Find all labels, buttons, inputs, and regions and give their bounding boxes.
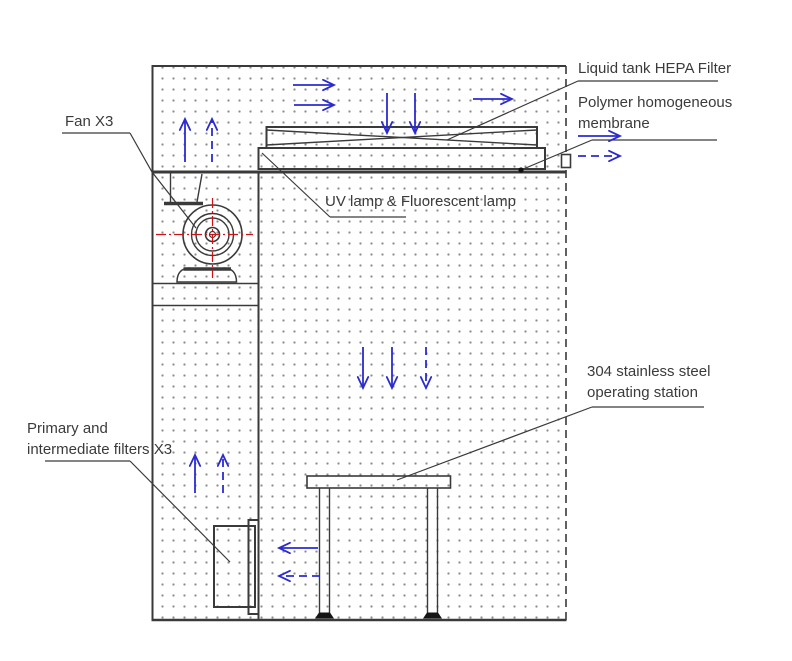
membrane-panel <box>257 147 546 170</box>
airflow-arrow-head <box>276 541 291 555</box>
table-top <box>306 475 452 489</box>
airflow-arrow-head <box>322 98 337 112</box>
fan-x3-leader <box>129 132 197 229</box>
polymer-homogeneous-membrane-leader <box>520 139 593 171</box>
airflow-arrow-head <box>178 116 192 131</box>
label-uv-fluorescent-lamp: UV lamp & Fluorescent lamp <box>325 193 516 210</box>
hepa-filter-box <box>265 126 538 149</box>
label-liquid-tank-hepa-filter: Liquid tank HEPA Filter <box>578 60 732 77</box>
table-foot <box>315 612 334 619</box>
airflow-arrow-head <box>385 376 399 391</box>
airflow-arrow-head <box>205 116 219 131</box>
airflow-arrow-head <box>500 92 515 106</box>
airflow-arrow-head <box>380 121 394 136</box>
label-operating-station: 304 stainless steel operating station <box>587 363 711 401</box>
fan-pedestal <box>176 267 238 283</box>
airflow-arrow-head <box>276 569 291 583</box>
airflow-arrow-head <box>419 376 433 391</box>
outlet-port <box>560 153 572 169</box>
fan-inlet-right <box>196 173 203 203</box>
uv-fluorescent-lamp-leader <box>261 152 331 218</box>
primary-intermediate-filters-leader <box>129 460 231 563</box>
airflow-arrow-head <box>608 149 623 163</box>
operating-table <box>306 475 452 619</box>
label-primary-intermediate-filters: Primary and intermediate filters X3 <box>27 420 173 458</box>
operating-station-leader <box>396 406 593 481</box>
airflow-arrow-head <box>408 121 422 136</box>
table-foot <box>423 612 442 619</box>
airflow-arrow-head <box>608 129 623 143</box>
airflow-arrow-head <box>322 78 337 92</box>
label-polymer-homogeneous-membrane: Polymer homogeneous membrane <box>578 94 733 132</box>
label-fan-x3: Fan X3 <box>65 113 114 130</box>
airflow-arrow-head <box>188 452 202 467</box>
airflow-arrow-head <box>216 452 230 467</box>
airflow-arrow-head <box>356 376 370 391</box>
pre-filter-box <box>213 519 260 615</box>
polymer-homogeneous-membrane-leader-dot <box>518 167 524 173</box>
fan-centerlines <box>156 198 253 278</box>
fan-drawing <box>156 172 253 283</box>
liquid-tank-hepa-filter-leader <box>446 80 579 141</box>
